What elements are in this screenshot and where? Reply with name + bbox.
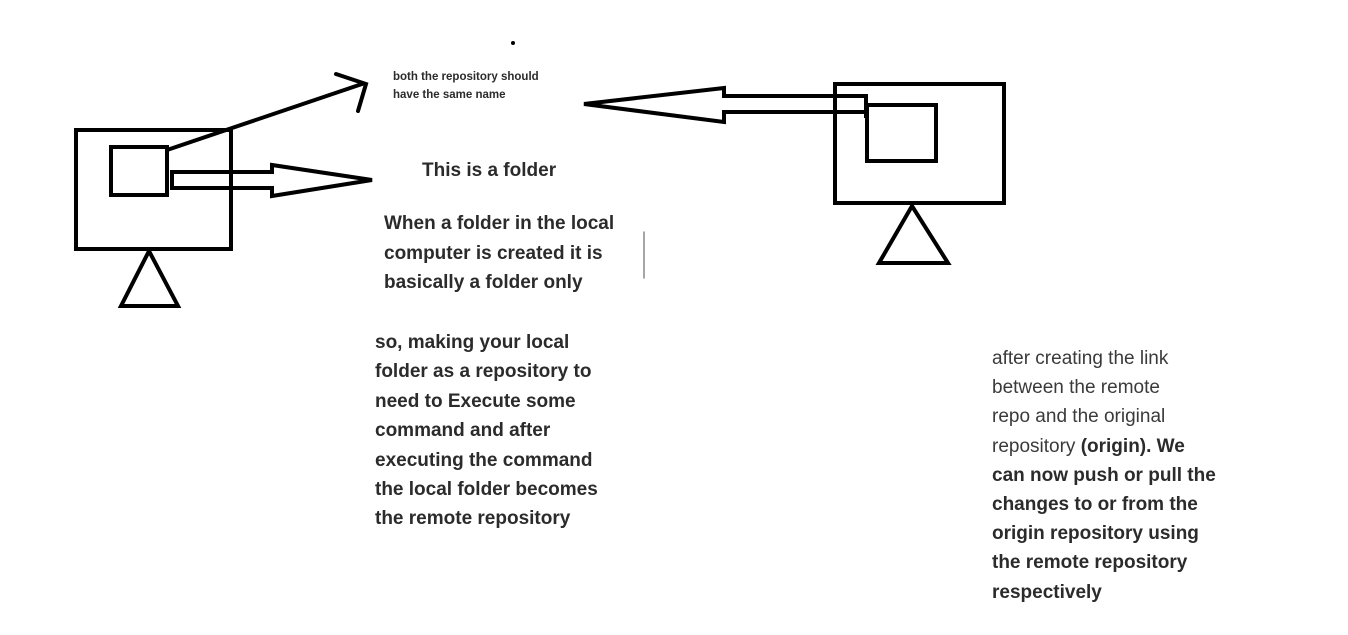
origin-link-bold-text: (origin). We can now push or pull the ch… xyxy=(992,435,1216,603)
origin-link-regular-text: after creating the link between the remo… xyxy=(992,348,1169,457)
local-folder-description: When a folder in the local computer is c… xyxy=(384,213,615,293)
same-name-note: both the repository should have the same… xyxy=(393,71,539,101)
right-monitor-stand xyxy=(875,202,952,265)
arrow-from-remote-to-note xyxy=(583,85,868,125)
right-computer-icon xyxy=(833,82,1006,265)
left-monitor-stand xyxy=(117,246,182,308)
origin-link-explanation: after creating the link between the remo… xyxy=(992,344,1292,607)
right-folder-square xyxy=(865,103,938,163)
repository-conversion-text: so, making your local folder as a reposi… xyxy=(375,332,598,530)
arrow-to-note xyxy=(165,72,369,152)
stray-dot xyxy=(511,41,515,45)
folder-label: This is a folder xyxy=(422,160,557,181)
left-computer-icon xyxy=(74,128,233,308)
right-monitor-frame xyxy=(833,82,1006,205)
left-folder-square xyxy=(109,145,169,197)
arrow-to-folder-label xyxy=(170,162,373,199)
